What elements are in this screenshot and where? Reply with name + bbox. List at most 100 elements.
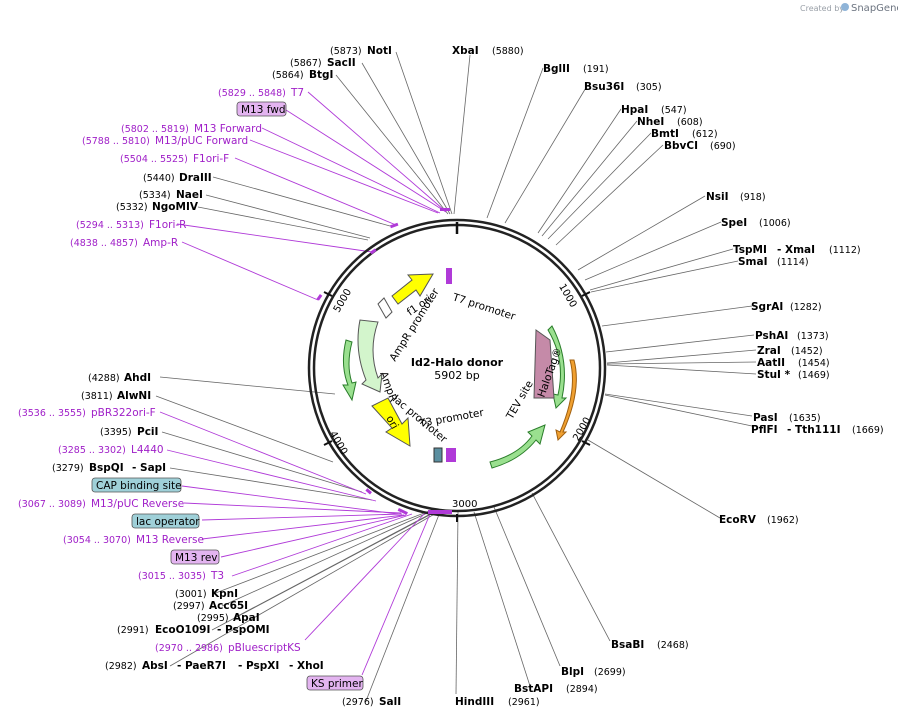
pbluescriptks-pos: (2970 .. 2986) <box>155 643 223 654</box>
apai-pos: (2995) <box>197 613 229 624</box>
bstapi-pos: (2894) <box>566 684 598 695</box>
sapi-name: - SapI <box>132 462 166 474</box>
ngomiv-pos: (5332) <box>116 202 148 213</box>
plasmid-length: 5902 bp <box>434 369 479 382</box>
spei-pos: (1006) <box>759 218 791 229</box>
pasi-name: PasI <box>753 412 778 424</box>
label-tev-site: TEV site <box>504 379 536 423</box>
site-marks <box>316 208 452 515</box>
ampr-pos: (4838 .. 4857) <box>70 238 138 249</box>
bstapi-name: BstAPI <box>514 683 553 695</box>
absi-name: AbsI <box>142 660 168 672</box>
t7-promoter-mark <box>446 268 452 284</box>
plasmid-name: Id2-Halo donor <box>411 356 504 369</box>
lac-operator-label: lac operator <box>136 516 200 528</box>
bspqi-name: BspQI <box>89 462 124 474</box>
sacii-pos: (5867) <box>290 58 322 69</box>
hindiii-name: HindIII <box>455 696 494 708</box>
ori-arrow <box>371 397 411 447</box>
l4440-name: L4440 <box>131 444 164 456</box>
credit-text: Created by <box>800 4 844 13</box>
bsu36i-pos: (305) <box>636 82 662 93</box>
hpai-pos: (547) <box>661 105 687 116</box>
sali-name: SalI <box>379 696 401 708</box>
m13forward-pos: (5802 .. 5819) <box>121 124 189 135</box>
pspxi-name: - PspXI <box>238 660 279 672</box>
smai-name: SmaI <box>738 256 768 268</box>
pbr322-name: pBR322ori-F <box>91 407 156 419</box>
m13forward-name: M13 Forward <box>194 123 262 135</box>
noti-pos: (5873) <box>330 46 362 57</box>
t7-name: T7 <box>290 87 304 99</box>
ampr-promoter-arrow <box>377 297 393 319</box>
pspomi-name: - PspOMI <box>217 624 270 636</box>
smai-pos: (1114) <box>777 257 809 268</box>
m13-rev-label: M13 rev <box>175 552 218 564</box>
t3-pos: (3015 .. 3035) <box>138 571 206 582</box>
primer-lines <box>159 91 447 676</box>
aatii-pos: (1454) <box>798 358 830 369</box>
m13-rev-box: M13 rev <box>170 549 220 565</box>
draiii-pos: (5440) <box>143 173 175 184</box>
spei-name: SpeI <box>721 217 747 229</box>
pcii-name: PciI <box>137 426 158 438</box>
xbai-name: XbaI <box>452 45 479 57</box>
stui-name: StuI * <box>757 369 791 381</box>
bmti-name: BmtI <box>651 128 679 140</box>
ecorv-pos: (1962) <box>767 515 799 526</box>
ngomiv-name: NgoMIV <box>152 201 199 213</box>
m13pucrev-pos: (3067 .. 3089) <box>18 499 86 510</box>
f1orir-pos: (5294 .. 5313) <box>76 220 144 231</box>
bspqi-pos: (3279) <box>52 463 84 474</box>
bsabi-pos: (2468) <box>657 640 689 651</box>
ahdi-name: AhdI <box>124 372 151 384</box>
sacii-name: SacII <box>327 57 356 69</box>
stui-pos: (1469) <box>798 370 830 381</box>
ecoo109i-name: EcoO109I <box>155 624 210 636</box>
t7-pos: (5829 .. 5848) <box>218 88 286 99</box>
zrai-pos: (1452) <box>791 346 823 357</box>
m13reverse-pos: (3054 .. 3070) <box>63 535 131 546</box>
tspmi-pos: (1112) <box>829 245 861 256</box>
apai-name: ApaI <box>233 612 260 624</box>
bbvci-pos: (690) <box>710 141 736 152</box>
tspmi-name: TspMI <box>733 244 767 256</box>
m13-fwd-box: M13 fwd <box>236 101 287 117</box>
pshai-pos: (1373) <box>797 331 829 342</box>
label-t3-promoter: T3 promoter <box>417 407 485 430</box>
m13pucforward-name: M13/pUC Forward <box>155 135 248 147</box>
sgrai-name: SgrAI <box>751 301 783 313</box>
pflfi-name: PflFI <box>751 424 778 436</box>
hpai-name: HpaI <box>621 104 648 116</box>
nhei-name: NheI <box>637 116 664 128</box>
noti-name: NotI <box>367 45 392 57</box>
m13pucforward-pos: (5788 .. 5810) <box>82 136 150 147</box>
t3-name: T3 <box>210 570 224 582</box>
blpi-name: BlpI <box>561 666 584 678</box>
ks-primer-box: KS primer <box>306 675 363 691</box>
f1orif-name: F1ori-F <box>193 153 229 165</box>
paer7i-name: - PaeR7I <box>177 660 226 672</box>
ecorv-name: EcoRV <box>719 514 757 526</box>
f1orir-name: F1ori-R <box>149 219 186 231</box>
f1-ori-arrow <box>391 273 434 305</box>
snapgene-icon <box>841 3 849 11</box>
hindiii-pos: (2961) <box>508 697 540 708</box>
tick-3000: 3000 <box>452 499 477 510</box>
ahdi-pos: (4288) <box>88 373 120 384</box>
pbr322-pos: (3536 .. 3555) <box>18 408 86 419</box>
nsii-name: NsiI <box>706 191 729 203</box>
f1orif-pos: (5504 .. 5525) <box>120 154 188 165</box>
tth111i-name: - Tth111I <box>787 424 841 436</box>
nsii-pos: (918) <box>740 192 766 203</box>
m13pucrev-name: M13/pUC Reverse <box>91 498 184 510</box>
xhoi-name: - XhoI <box>289 660 324 672</box>
pflfi-pos: (1669) <box>852 425 884 436</box>
l4440-pos: (3285 .. 3302) <box>58 445 126 456</box>
lac-operator-box: lac operator <box>131 513 200 529</box>
alwni-pos: (3811) <box>81 391 113 402</box>
absi-pos: (2982) <box>105 661 137 672</box>
sgrai-pos: (1282) <box>790 302 822 313</box>
cap-binding-box: CAP binding site <box>91 477 182 493</box>
